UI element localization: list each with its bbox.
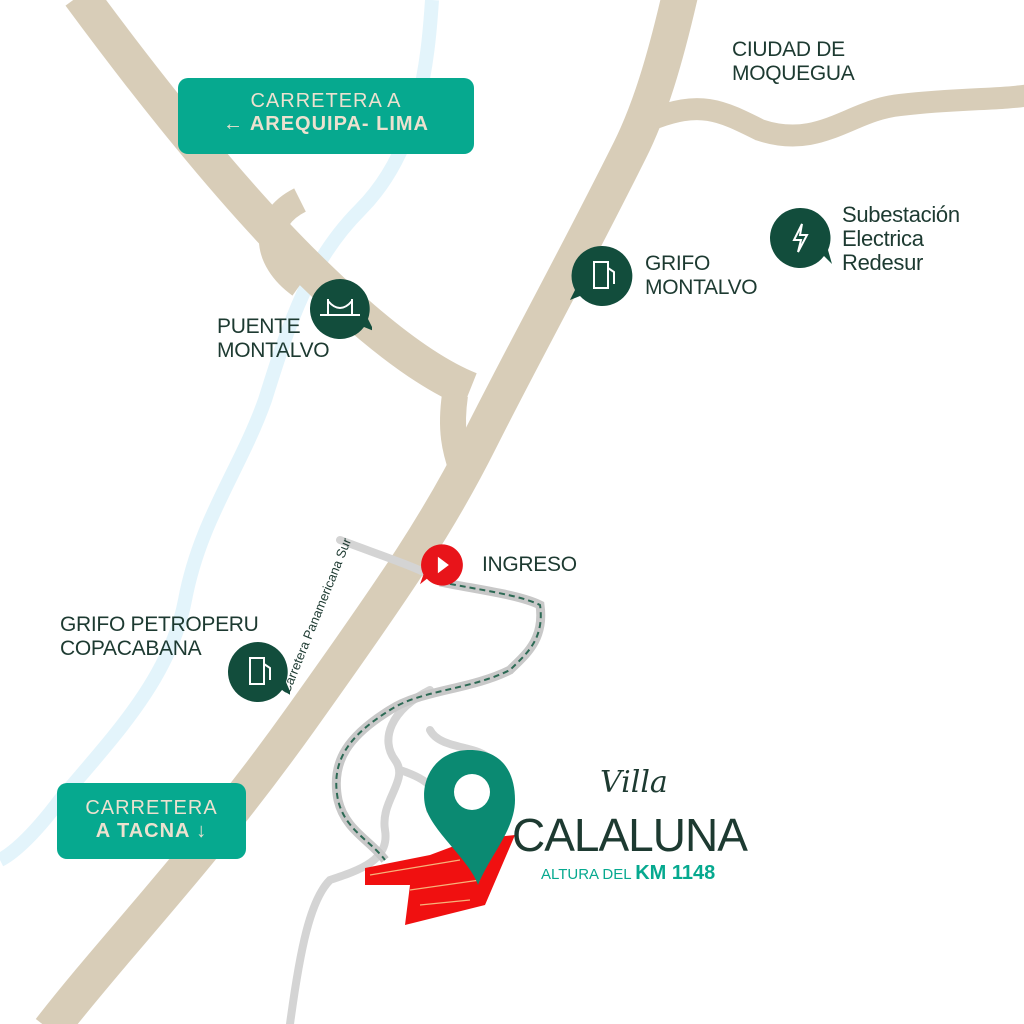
sign-line2: A TACNA [95, 820, 190, 842]
sign-arequipa-lima: CARRETERA A ← AREQUIPA- LIMA [178, 78, 474, 154]
sign-line1: CARRETERA [85, 797, 218, 819]
gas-pump-icon [228, 642, 290, 702]
main-highway [35, 0, 698, 1024]
play-icon [420, 544, 463, 586]
logo-villa: Villa [600, 765, 668, 800]
label-puente-montalvo: PUENTE MONTALVO [217, 315, 330, 362]
connector-road [440, 393, 475, 475]
altura-text: ALTURA DEL [541, 866, 632, 883]
loop-road [258, 188, 309, 296]
highway-arequipa [65, 0, 478, 407]
label-ingreso: INGRESO [482, 553, 577, 576]
sign-tacna: CARRETERA A TACNA ↓ [57, 783, 246, 859]
sign-line2: AREQUIPA- LIMA [249, 113, 429, 135]
gas-pump-icon [570, 245, 633, 306]
road-moquegua [645, 84, 1024, 147]
lightning-icon [770, 207, 832, 268]
sign-line1: CARRETERA A [250, 90, 402, 112]
label-subestacion: Subestación Electrica Redesur [842, 202, 960, 275]
km-text: KM 1148 [635, 862, 716, 884]
label-grifo-montalvo: GRIFO MONTALVO [645, 252, 758, 299]
location-pin-icon [424, 750, 515, 885]
bridge-icon [310, 279, 372, 339]
access-route-dashes [335, 581, 542, 861]
label-ciudad-moquegua: CIUDAD DE MOQUEGUA [732, 38, 855, 85]
arrow-down-icon: ↓ [189, 820, 208, 842]
logo-calaluna: CALALUNA [512, 809, 748, 861]
logo-altura: ALTURA DEL KM 1148 [541, 862, 715, 885]
label-grifo-petroperu: GRIFO PETROPERU COPACABANA [60, 613, 259, 660]
arrow-left-icon: ← [222, 113, 250, 135]
